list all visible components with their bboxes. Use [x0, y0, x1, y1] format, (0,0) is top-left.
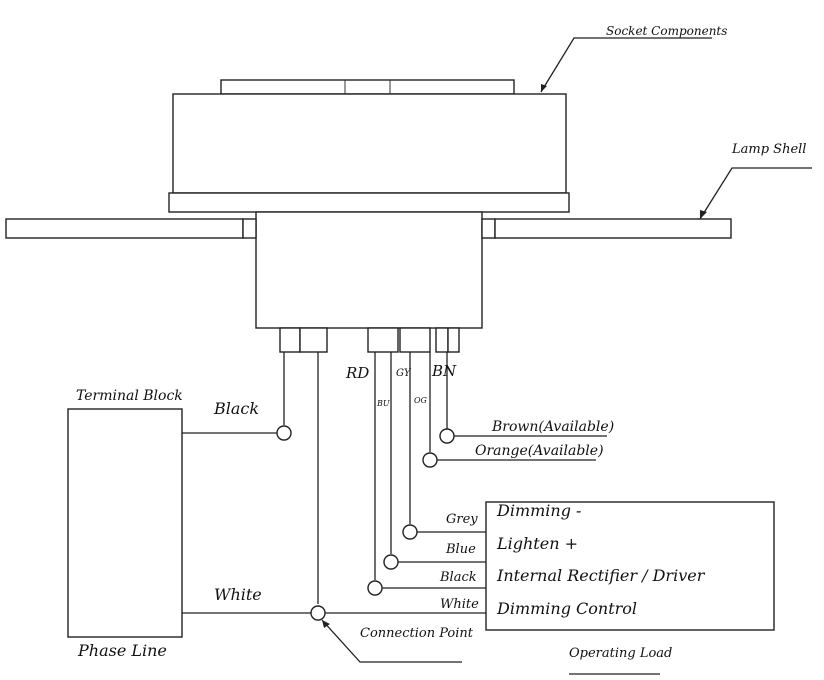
- terminal-block-label: Terminal Block: [76, 388, 183, 404]
- operating-load-box: [485, 501, 775, 631]
- white-load-wire-label: White: [440, 597, 479, 612]
- internal-rectifier-label: Internal Rectifier / Driver: [496, 566, 706, 585]
- og-code: OG: [414, 396, 428, 405]
- rd-code: RD: [345, 364, 369, 382]
- socket-top-cap: [220, 79, 515, 95]
- bn-code: BN: [431, 362, 457, 380]
- lamp-shell-left: [5, 218, 244, 239]
- white-wire-label: White: [214, 585, 262, 604]
- connection-point-label: Connection Point: [360, 626, 474, 641]
- black-terminal: [276, 425, 292, 441]
- terminal-block-box: [67, 408, 183, 638]
- brown-available-label: Brown(Available): [491, 419, 614, 435]
- blue-wire-label: Blue: [445, 542, 476, 557]
- socket-components-leader: [540, 37, 712, 93]
- bu-code: BU: [376, 399, 390, 408]
- socket-base: [255, 211, 483, 329]
- wires: [283, 352, 448, 604]
- dimming-minus-label: Dimming -: [496, 501, 581, 520]
- black-load-wire-label: Black: [439, 570, 477, 585]
- connection-point-circle: [310, 605, 326, 621]
- gy-code: GY: [396, 368, 412, 379]
- lamp-shell: [5, 218, 732, 239]
- lighten-plus-label: Lighten +: [496, 534, 578, 553]
- black-wire-label: Black: [213, 399, 259, 418]
- socket-assembly: [168, 79, 570, 329]
- socket-body: [172, 93, 567, 194]
- phase-line-label: Phase Line: [77, 641, 167, 660]
- connection-point-leader: [321, 619, 462, 663]
- socket-components-label: Socket Components: [606, 24, 727, 38]
- operating-load-label: Operating Load: [569, 646, 672, 661]
- connection-circles: [276, 425, 455, 621]
- lamp-shell-right: [494, 218, 732, 239]
- socket-flange: [168, 192, 570, 213]
- lamp-shell-label: Lamp Shell: [731, 142, 806, 157]
- orange-available-label: Orange(Available): [475, 443, 604, 459]
- dimming-control-label: Dimming Control: [496, 599, 637, 618]
- terminal-pins: [279, 327, 460, 353]
- grey-wire-label: Grey: [446, 512, 478, 527]
- lamp-shell-leader: [699, 167, 812, 220]
